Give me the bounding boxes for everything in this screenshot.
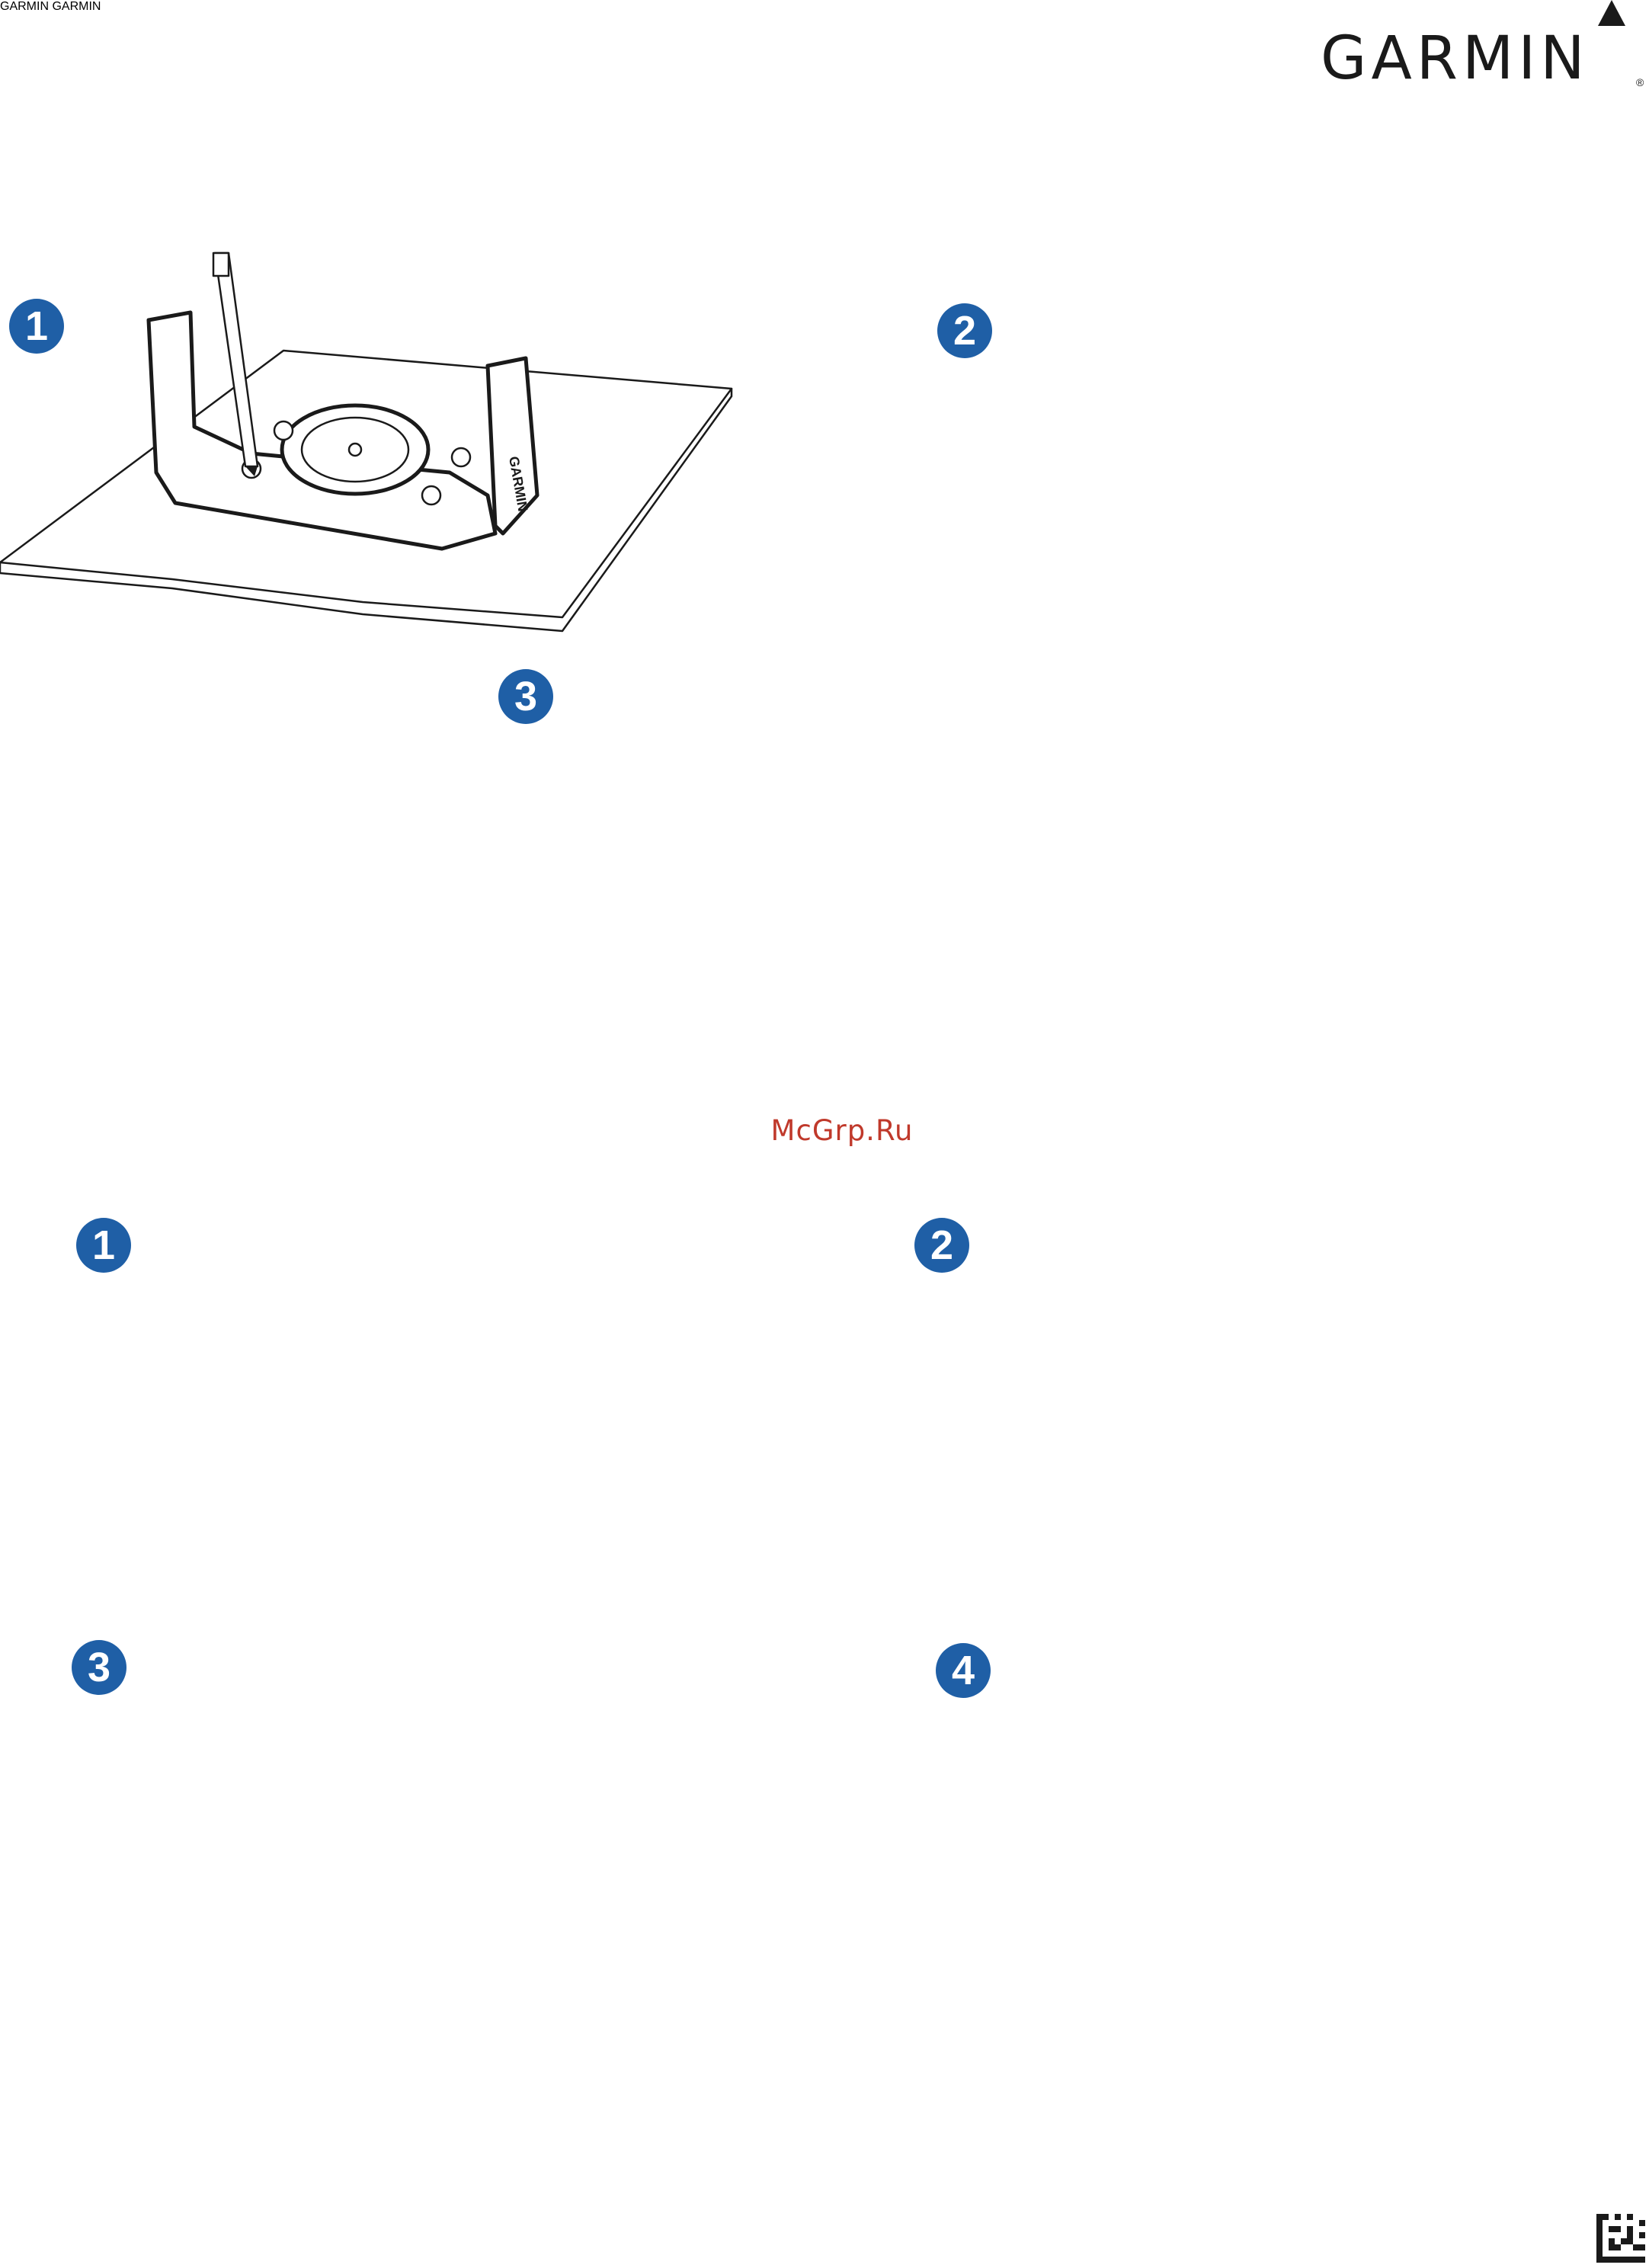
bottom-step4-bracket-label: GARMIN [52, 0, 101, 13]
datamatrix-code [1596, 2214, 1645, 2263]
registered-mark: ® [1636, 76, 1644, 88]
watermark-text: McGrp.Ru [770, 1114, 914, 1147]
bottom-step-1-badge: 1 [76, 1218, 131, 1273]
top-step1-bracket [146, 310, 498, 551]
bottom-step4-board: GARMIN [52, 0, 101, 13]
garmin-logo: GARMIN ® [1314, 0, 1649, 99]
top-step-1-badge: 1 [9, 299, 64, 354]
pencil-icon [212, 251, 259, 476]
top-step3-bracket-label: GARMIN [0, 0, 49, 13]
top-step1-board-edge [0, 387, 733, 633]
top-step-2-badge: 2 [937, 303, 992, 358]
top-step3-board: GARMIN [0, 0, 52, 13]
bottom-step-4-badge: 4 [936, 1643, 991, 1698]
bottom-step-2-badge: 2 [914, 1218, 969, 1273]
triangle-icon [1598, 0, 1625, 26]
top-step-3-badge: 3 [498, 669, 553, 724]
bottom-step-3-badge: 3 [72, 1640, 126, 1695]
top-step3-scene: GARMIN [0, 0, 52, 13]
bottom-step4-scene: GARMIN [52, 0, 101, 13]
brand-wordmark: GARMIN [1321, 24, 1590, 93]
top-step1-scene: GARMIN [0, 251, 733, 633]
